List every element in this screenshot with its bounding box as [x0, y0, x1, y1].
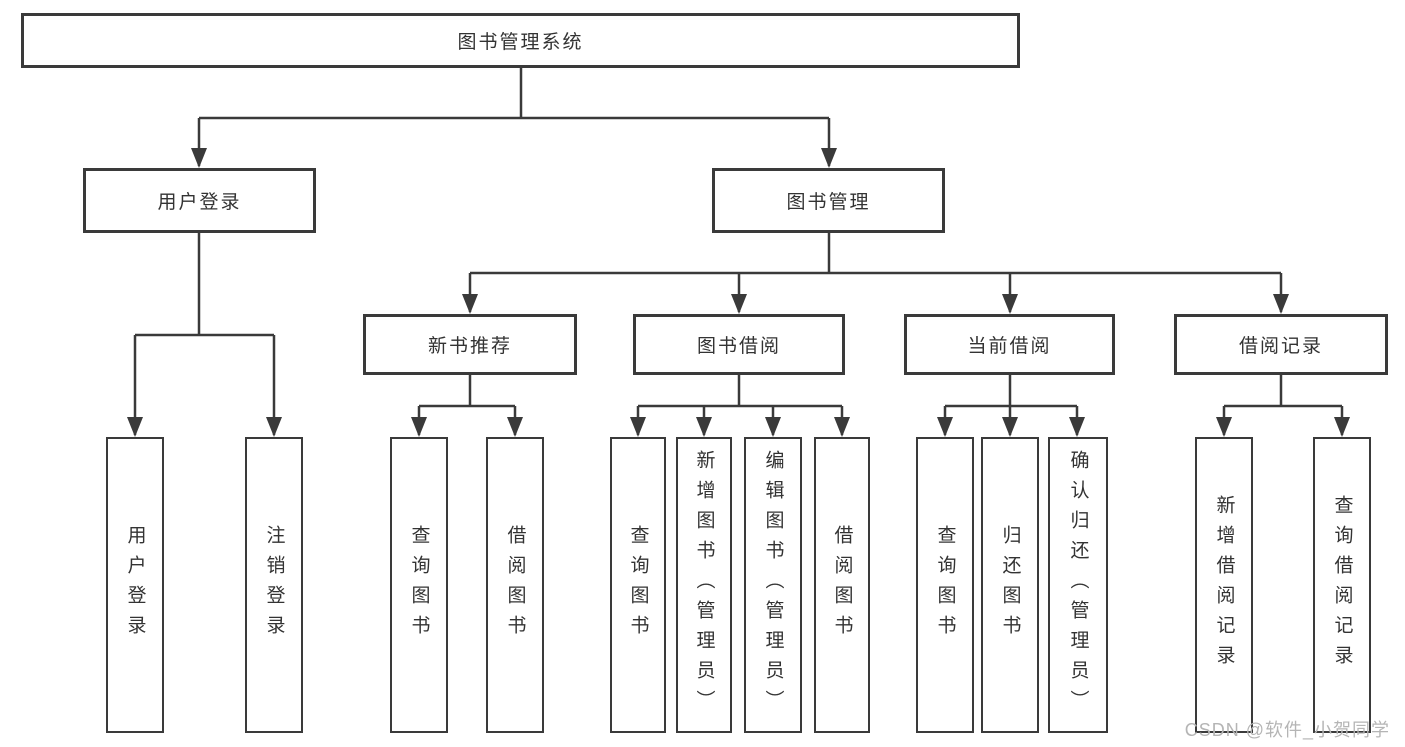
leaf-label: 查询图书: [627, 525, 649, 645]
leaf-label: 查询借阅记录: [1331, 495, 1353, 675]
csdn-watermark: CSDN @软件_小贺同学: [1184, 720, 1390, 740]
node-current-borrow: 当前借阅: [904, 314, 1115, 375]
leaf-borrow-books: 借阅图书: [814, 437, 870, 733]
arrowheads: [127, 148, 1350, 437]
leaf-label: 归还图书: [999, 525, 1021, 645]
leaf-query-borrow-record: 查询借阅记录: [1313, 437, 1371, 733]
leaf-add-books-admin: 新增图书（管理员）: [676, 437, 732, 733]
leaf-query-books: 查询图书: [390, 437, 448, 733]
leaf-label: 新增图书（管理员）: [693, 450, 715, 720]
leaf-logout: 注销登录: [245, 437, 303, 733]
leaf-query-books: 查询图书: [916, 437, 974, 733]
node-new-book-recommend: 新书推荐: [363, 314, 577, 375]
leaf-label: 确认归还（管理员）: [1067, 450, 1089, 720]
leaf-label: 借阅图书: [831, 525, 853, 645]
node-borrow-record: 借阅记录: [1174, 314, 1388, 375]
node-user-login: 用户登录: [83, 168, 316, 233]
leaf-label: 注销登录: [263, 525, 285, 645]
node-book-management: 图书管理: [712, 168, 945, 233]
leaf-borrow-books: 借阅图书: [486, 437, 544, 733]
leaf-label: 编辑图书（管理员）: [762, 450, 784, 720]
leaf-add-borrow-record: 新增借阅记录: [1195, 437, 1253, 733]
node-library-management-system: 图书管理系统: [21, 13, 1020, 68]
leaf-label: 用户登录: [124, 525, 146, 645]
leaf-user-login: 用户登录: [106, 437, 164, 733]
leaf-label: 新增借阅记录: [1213, 495, 1235, 675]
leaf-edit-books-admin: 编辑图书（管理员）: [744, 437, 802, 733]
leaf-confirm-return-admin: 确认归还（管理员）: [1048, 437, 1108, 733]
leaf-return-books: 归还图书: [981, 437, 1039, 733]
leaf-query-books: 查询图书: [610, 437, 666, 733]
leaf-label: 查询图书: [934, 525, 956, 645]
leaf-label: 借阅图书: [504, 525, 526, 645]
node-book-borrow: 图书借阅: [633, 314, 845, 375]
leaf-label: 查询图书: [408, 525, 430, 645]
